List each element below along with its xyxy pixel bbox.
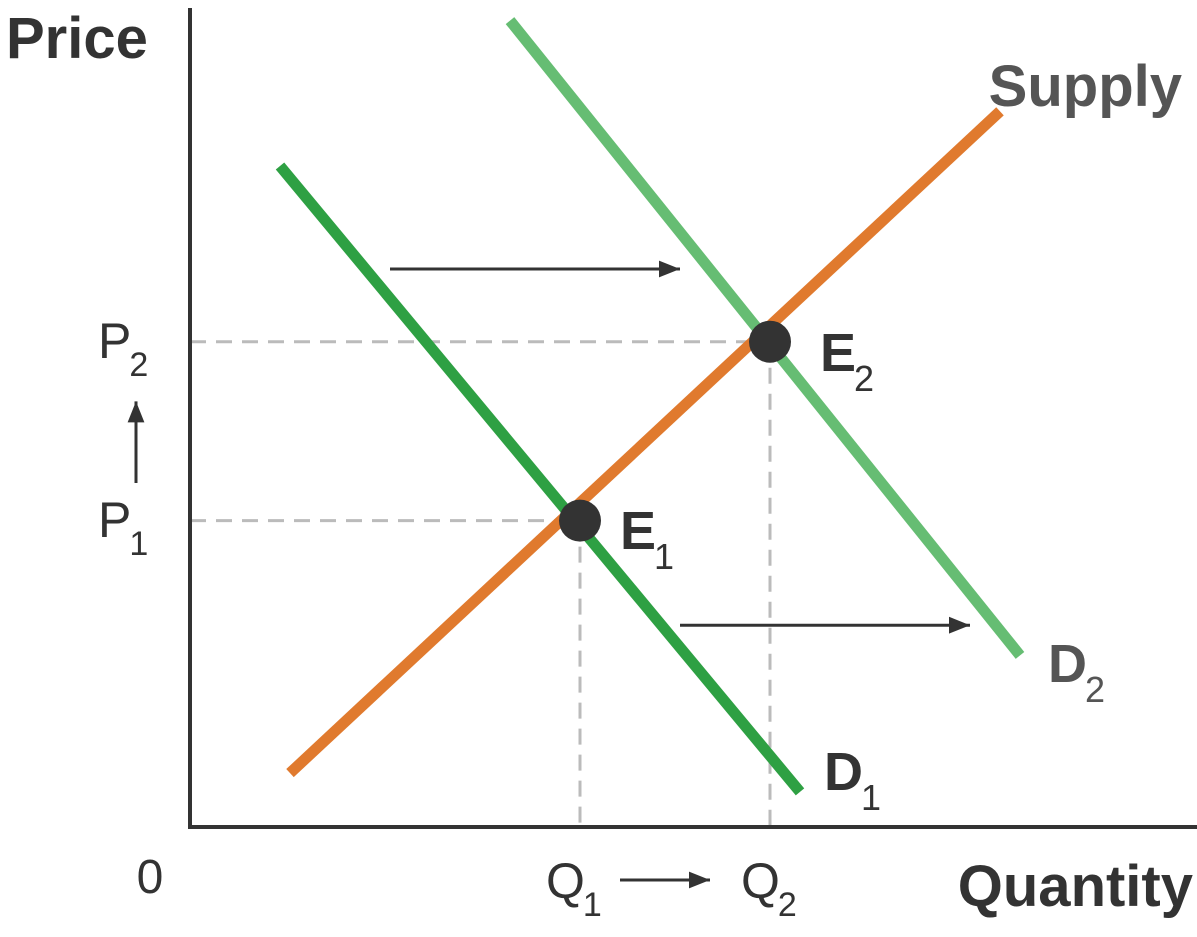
dashed-guides (190, 340, 772, 827)
label-d2: D2 (1048, 634, 1105, 710)
label-supply: Supply (989, 54, 1182, 119)
axes (127, 8, 1197, 889)
supply-curve (286, 107, 1004, 778)
shift-arrows (390, 260, 970, 634)
tick-label-p1: P1 (98, 492, 148, 563)
equilibrium-points (559, 320, 791, 542)
label-d1: D1 (824, 742, 881, 818)
demand-curve-d1 (275, 162, 805, 796)
equilibrium-point-e2 (749, 320, 791, 363)
label-e1: E1 (620, 501, 674, 577)
tick-label-p2: P2 (98, 313, 148, 384)
tick-label-q1: Q1 (546, 853, 602, 924)
origin-label: 0 (137, 851, 164, 904)
x-axis-label: Quantity (958, 854, 1193, 919)
equilibrium-point-e1 (559, 499, 601, 542)
y-axis-label: Price (6, 6, 148, 71)
curves (275, 17, 1025, 796)
label-e2: E2 (820, 323, 874, 399)
tick-label-q2: Q2 (741, 853, 797, 924)
